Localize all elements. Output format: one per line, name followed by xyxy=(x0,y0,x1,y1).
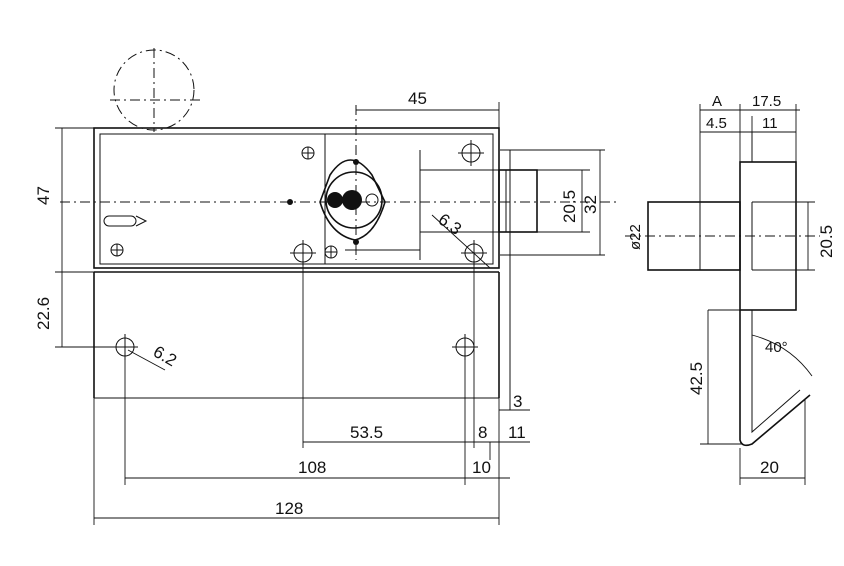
dim-3: 3 xyxy=(513,392,522,411)
dim-10: 10 xyxy=(472,458,491,477)
cylinder-outline xyxy=(110,48,200,132)
dim-6-3: 6.3 xyxy=(435,210,465,239)
side-dimension-labels: A 17.5 4.5 11 ø22 20.5 42.5 40° 20 xyxy=(627,93,836,477)
dim-6-2: 6.2 xyxy=(150,342,180,370)
side-dimension-lines xyxy=(647,104,815,485)
dim-4-5: 4.5 xyxy=(706,115,727,132)
adjust-slot xyxy=(103,215,148,227)
dim-20: 20 xyxy=(760,458,779,477)
cylinder-rose xyxy=(319,105,386,260)
dim-17-5: 17.5 xyxy=(752,93,781,110)
dim-A: A xyxy=(712,93,722,110)
front-view: 45 47 22.6 20.5 32 6.3 6.2 53.5 108 128 … xyxy=(34,48,620,525)
dimension-lines xyxy=(55,102,601,525)
dim-45: 45 xyxy=(408,89,427,108)
dim-53-5: 53.5 xyxy=(350,423,383,442)
side-profile xyxy=(647,132,811,447)
dim-40-deg: 40° xyxy=(765,339,788,356)
latch-bolt xyxy=(498,149,605,410)
dimension-labels: 45 47 22.6 20.5 32 6.3 6.2 53.5 108 128 … xyxy=(34,89,600,518)
dim-8: 8 xyxy=(478,423,487,442)
side-view: A 17.5 4.5 11 ø22 20.5 42.5 40° 20 xyxy=(625,93,836,485)
dim-47: 47 xyxy=(34,186,53,205)
dim-diameter-22: ø22 xyxy=(627,224,644,250)
dim-20-5-side: 20.5 xyxy=(817,225,836,258)
dim-32: 32 xyxy=(581,195,600,214)
screw-holes xyxy=(110,140,487,360)
dim-22-6: 22.6 xyxy=(34,297,53,330)
dim-42-5: 42.5 xyxy=(687,362,706,395)
dim-20-5-front: 20.5 xyxy=(560,190,579,223)
dim-108: 108 xyxy=(298,458,326,477)
dim-11-side: 11 xyxy=(762,115,778,132)
dim-11-front: 11 xyxy=(508,423,526,442)
inner-frame xyxy=(324,134,500,264)
dim-128: 128 xyxy=(275,499,303,518)
